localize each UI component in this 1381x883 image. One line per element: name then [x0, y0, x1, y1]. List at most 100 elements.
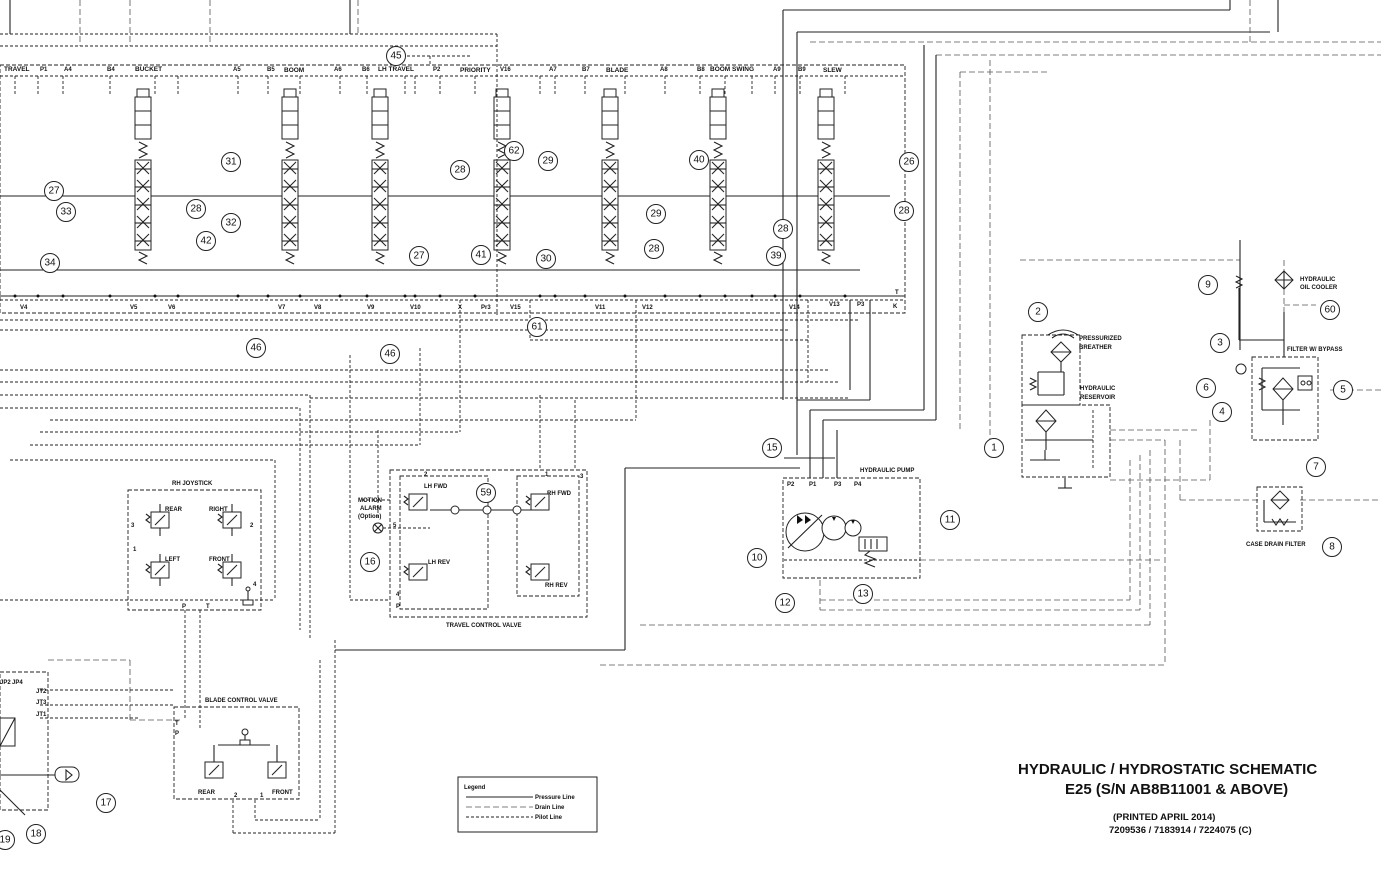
- port-label: V8: [314, 305, 322, 311]
- hydraulic-pump-outline: [782, 477, 921, 579]
- jp-label: JP2: [0, 680, 11, 686]
- callout-number: 40: [693, 155, 705, 166]
- jp4-label: JP4: [12, 680, 23, 686]
- spool-valve: [281, 88, 299, 265]
- spool-valve: [817, 88, 835, 265]
- callout-bubbles: 4527333431322842272862416129304029283928…: [0, 46, 1353, 850]
- callout-number: 2: [1035, 307, 1041, 318]
- callout-number: 39: [770, 251, 782, 262]
- section-bucket-label: BUCKET: [135, 66, 162, 73]
- callout-bubble: 61: [527, 317, 547, 337]
- callout-number: 27: [413, 251, 425, 262]
- tcv-port-2: 2: [424, 472, 428, 478]
- travel-control-spools: [403, 493, 550, 581]
- tcv-port-1: 1: [545, 472, 549, 478]
- port-label: B9: [798, 67, 806, 73]
- main-control-valve-outline: [0, 64, 906, 314]
- section-blade-label: BLADE: [606, 67, 629, 74]
- callout-bubble: 34: [40, 253, 60, 273]
- callout-number: 15: [766, 443, 778, 454]
- callout-bubble: 28: [186, 199, 206, 219]
- callout-bubble: 32: [221, 213, 241, 233]
- port-label: V12: [642, 305, 653, 311]
- section-travel-label: TRAVEL: [4, 66, 30, 73]
- callout-number: 28: [454, 165, 466, 176]
- callout-bubble: 12: [775, 593, 795, 613]
- spool-valves: [134, 88, 835, 265]
- port-label: A9: [773, 67, 781, 73]
- tcv-port-p: P: [396, 604, 400, 610]
- blade-port-t: T: [175, 721, 179, 727]
- port-label: V9: [367, 305, 375, 311]
- hydraulic-pump-label: HYDRAULIC PUMP: [860, 468, 914, 474]
- blade-control-valve-outline: [173, 706, 300, 800]
- callout-bubble: 8: [1322, 537, 1342, 557]
- blade-front-label: FRONT: [272, 790, 293, 796]
- blade-valves: [204, 745, 287, 779]
- port-label: V7: [278, 305, 286, 311]
- callout-number: 7: [1313, 462, 1319, 473]
- bottom-port-labels: V4 V5 V6 V7 V8 V9 V10 X Pr3 V15 V11 V12 …: [20, 302, 898, 311]
- callout-bubble: 18: [26, 824, 46, 844]
- callout-number: 29: [650, 209, 662, 220]
- blade-lever-icon: [218, 728, 270, 746]
- section-boom-label: BOOM: [284, 67, 304, 74]
- callout-bubble: 28: [894, 201, 914, 221]
- callout-number: 6: [1203, 383, 1209, 394]
- callout-bubble: 19: [0, 830, 15, 850]
- section-lh-travel-label: LH TRAVEL: [378, 66, 414, 73]
- port-label: A7: [549, 67, 557, 73]
- callout-number: 13: [857, 589, 869, 600]
- callout-number: 31: [225, 157, 237, 168]
- motion-alarm-label-2: ALARM: [360, 506, 382, 512]
- callout-number: 1: [991, 443, 997, 454]
- lh-joystick-valve: [0, 717, 16, 747]
- callout-bubble: 4: [1212, 402, 1232, 422]
- callout-number: 16: [364, 557, 376, 568]
- callout-bubble: 15: [762, 438, 782, 458]
- shuttle-valve-icons: [450, 505, 522, 515]
- callout-number: 29: [542, 156, 554, 167]
- pump-port-p2: P2: [787, 482, 795, 488]
- port-label: B5: [267, 67, 275, 73]
- pump-port-p4: P4: [854, 482, 862, 488]
- reservoir-outline: [1021, 404, 1111, 478]
- rh-fwd-label: RH FWD: [547, 491, 572, 497]
- spool-valve: [709, 88, 727, 265]
- schematic-title: HYDRAULIC / HYDROSTATIC SCHEMATIC: [1018, 761, 1317, 778]
- callout-bubble: 2: [1028, 302, 1048, 322]
- motion-alarm-icon: [372, 522, 430, 534]
- breather-label-2: BREATHER: [1079, 345, 1113, 351]
- blade-port-2: 2: [234, 793, 238, 799]
- callout-bubble: 41: [471, 245, 491, 265]
- callout-bubble: 1: [984, 438, 1004, 458]
- callout-bubble: 60: [1320, 300, 1340, 320]
- callout-bubble: 16: [360, 552, 380, 572]
- callout-bubble: 6: [1196, 378, 1216, 398]
- blade-port-1: 1: [260, 793, 264, 799]
- lh-joystick-outline: [0, 671, 49, 811]
- port-label: B7: [582, 67, 590, 73]
- joystick-front-label: FRONT: [209, 557, 230, 563]
- port-label: P2: [433, 67, 441, 73]
- callout-number: 45: [390, 51, 402, 62]
- travel-pilot-valve: [403, 563, 428, 581]
- travel-pilot-valve: [403, 493, 428, 511]
- rh-joystick-valves: [145, 504, 242, 586]
- port-label: V5: [130, 305, 138, 311]
- blade-port-p: P: [175, 731, 179, 737]
- breather-outline: [1021, 334, 1081, 406]
- travel-control-valve-label: TRAVEL CONTROL VALVE: [446, 623, 521, 629]
- callout-number: 4: [1219, 407, 1225, 418]
- callout-bubble: 29: [538, 151, 558, 171]
- port-label: T: [895, 290, 899, 296]
- legend-heading: Legend: [464, 785, 486, 791]
- joystick-port-2: 2: [250, 523, 254, 529]
- callout-bubble: 9: [1198, 275, 1218, 295]
- port-label: B6: [362, 67, 370, 73]
- joystick-handle-icon: [242, 586, 254, 606]
- section-priority-label: PRIORITY: [460, 67, 491, 74]
- port-label: V15: [510, 305, 521, 311]
- callout-number: 28: [190, 204, 202, 215]
